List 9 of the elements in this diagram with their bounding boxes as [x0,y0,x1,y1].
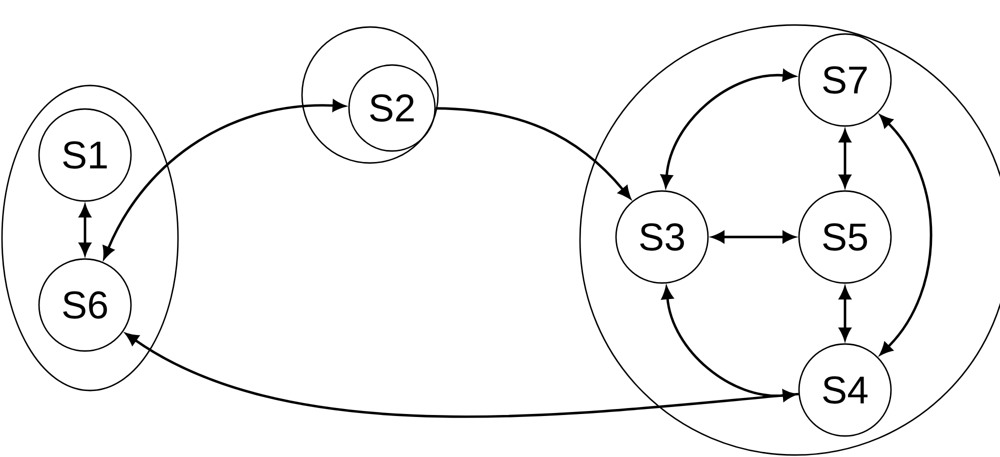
arrow [660,69,796,188]
arrow [436,107,631,199]
group-circle [301,26,439,164]
arrow [839,130,851,188]
group-ellipse [1,84,179,392]
arrow [79,204,91,256]
arrow [712,231,796,243]
arrow [880,114,932,356]
arrow [839,286,851,340]
